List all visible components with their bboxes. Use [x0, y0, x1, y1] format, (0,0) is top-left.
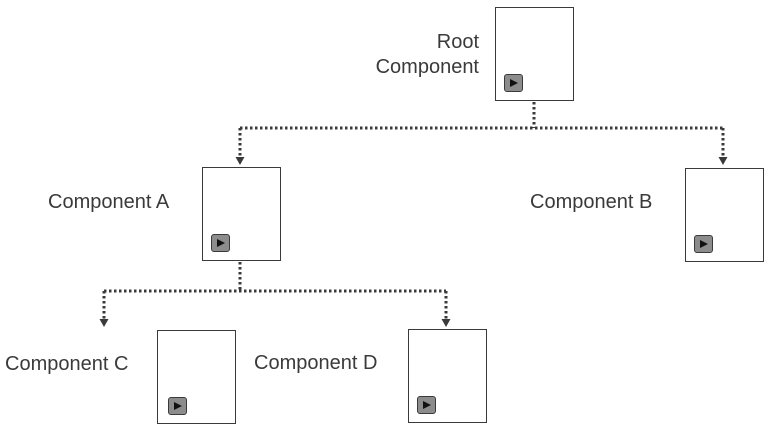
play-icon — [168, 397, 187, 415]
component-b-node — [685, 168, 764, 262]
component-a-label: Component A — [48, 191, 170, 213]
root-component-node — [495, 7, 574, 101]
component-d-label: Component D — [254, 352, 378, 374]
play-icon — [504, 74, 523, 92]
component-d-node — [408, 329, 487, 423]
arrow-down-icon — [718, 157, 728, 165]
component-a-node — [202, 167, 281, 261]
component-c-node — [157, 330, 236, 424]
arrow-down-icon — [235, 157, 245, 165]
connector-root-children — [238, 102, 725, 157]
component-c-label: Component C — [5, 353, 129, 375]
component-b-label: Component B — [530, 191, 653, 213]
play-icon — [694, 235, 713, 253]
arrow-down-icon — [441, 319, 451, 327]
root-component-label: Root Component — [340, 30, 479, 80]
play-icon — [417, 396, 436, 414]
connector-a-children — [102, 262, 448, 319]
arrow-down-icon — [99, 319, 109, 327]
root-component-label-line-2: Component — [375, 56, 479, 78]
root-component-label-line-1: Root — [436, 31, 479, 53]
play-icon — [211, 234, 230, 252]
